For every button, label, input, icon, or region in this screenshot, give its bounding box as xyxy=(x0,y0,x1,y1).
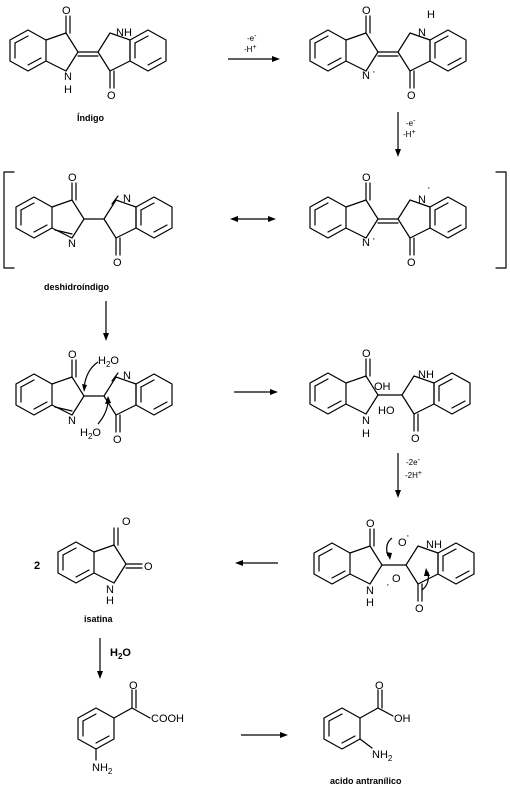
atom-o: O xyxy=(113,257,122,269)
label-deshidroindigo: deshidroíndigo xyxy=(44,282,109,292)
cond-step2-h: -H+ xyxy=(403,129,416,139)
cond-step1-e: -e- xyxy=(247,33,257,43)
diradical-structure xyxy=(309,182,467,256)
atom-h: H xyxy=(366,597,374,609)
atom-n: N xyxy=(68,415,76,427)
atom-n: N xyxy=(362,70,370,82)
atom-ho: HO xyxy=(378,405,395,417)
water-molecule: H2O xyxy=(80,427,101,441)
atom-o: O xyxy=(122,516,131,528)
atom-nh: N xyxy=(106,584,114,596)
atom-n: N xyxy=(362,237,370,249)
radical-dot: · xyxy=(372,66,376,78)
water-attack-structure xyxy=(15,359,173,433)
anthranilic-acid-structure xyxy=(323,689,394,750)
radical-dot: · xyxy=(427,182,431,194)
atom-o: O xyxy=(68,172,77,184)
atom-nh: NH xyxy=(418,369,434,381)
amino-group: NH2 xyxy=(92,762,113,776)
atom-oh: OH xyxy=(374,381,391,393)
atom-o: O xyxy=(375,680,384,692)
label-isatina: isatina xyxy=(84,614,114,624)
isatin-structure xyxy=(57,527,143,584)
radical-dot: · xyxy=(386,579,390,591)
atom-o: O xyxy=(407,90,416,102)
label-acido-antranilico: acido antranílico xyxy=(330,776,402,786)
diol-structure xyxy=(309,358,471,432)
atom-h: H xyxy=(427,9,435,21)
stoichiometry-2: 2 xyxy=(34,560,40,572)
atom-o: O xyxy=(415,603,424,615)
dioxyl-structure xyxy=(313,528,475,602)
atom-o: O xyxy=(398,537,407,549)
water-molecule: H2O xyxy=(98,355,119,369)
atom-h: H xyxy=(106,595,114,607)
label-indigo: Índigo xyxy=(77,113,104,123)
atom-n: N xyxy=(123,193,131,205)
atom-n: N xyxy=(123,370,131,382)
amino-group: NH2 xyxy=(372,749,393,763)
radical-intermediate-1 xyxy=(309,15,467,89)
atom-o: O xyxy=(407,257,416,269)
atom-o: O xyxy=(62,5,71,17)
atom-h: H xyxy=(362,428,370,440)
atom-o: O xyxy=(144,561,153,573)
arrow-step4 xyxy=(234,389,278,395)
arrow-step6 xyxy=(235,560,278,566)
arrow-step7 xyxy=(241,732,288,738)
atom-n: N xyxy=(418,194,426,206)
atom-o: O xyxy=(362,172,371,184)
atom-o: O xyxy=(68,349,77,361)
atom-o: O xyxy=(366,518,375,530)
arrow-hydrolysis xyxy=(97,638,103,679)
atom-n: N xyxy=(362,415,370,427)
cond-step3-e: -2e- xyxy=(406,457,421,467)
atom-o: O xyxy=(362,5,371,17)
keto-acid-structure xyxy=(77,689,151,761)
arrow-step3 xyxy=(103,301,109,341)
arrow-step5 xyxy=(395,453,401,498)
atom-nh: NH xyxy=(426,539,442,551)
atom-n: N xyxy=(64,71,72,83)
atom-nh: NH xyxy=(116,27,132,39)
radical-dot: · xyxy=(406,530,410,542)
cond-step1-h: -H+ xyxy=(244,44,257,54)
arrow-step1 xyxy=(228,56,280,62)
resonance-bracket xyxy=(3,171,507,269)
atom-n: N xyxy=(68,238,76,250)
atom-o: O xyxy=(392,573,401,585)
atom-o: O xyxy=(411,433,420,445)
cond-hydrolysis: H2O xyxy=(110,647,131,661)
atom-h: H xyxy=(64,84,72,96)
resonance-arrow xyxy=(230,216,276,222)
atom-n: N xyxy=(366,585,374,597)
arrow-step2 xyxy=(395,112,401,157)
cond-step2-e: -e- xyxy=(406,118,416,128)
radical-dot: · xyxy=(372,233,376,245)
deshidroindigo-structure xyxy=(15,182,173,256)
atom-o: O xyxy=(362,348,371,360)
atom-o: O xyxy=(113,434,122,446)
atom-o: O xyxy=(107,90,116,102)
atom-n: N xyxy=(418,27,426,39)
carboxyl-group: COOH xyxy=(151,713,184,725)
hydroxyl-group: OH xyxy=(394,713,411,725)
atom-o: O xyxy=(129,680,138,692)
indigo-structure xyxy=(9,15,167,89)
cond-step3-h: -2H+ xyxy=(405,470,422,480)
